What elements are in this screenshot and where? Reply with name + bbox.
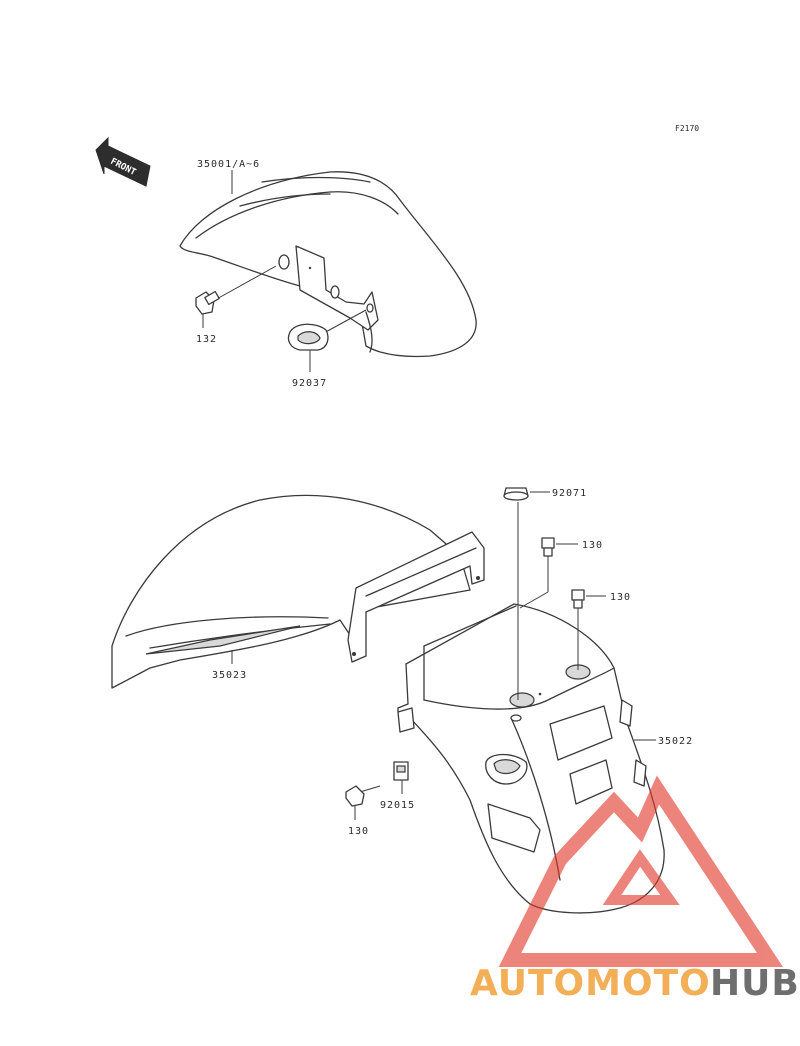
rear-fender-rear xyxy=(397,603,665,914)
front-arrow-icon: FRONT xyxy=(95,136,151,187)
bolt-132-icon xyxy=(195,265,277,328)
rear-fender-front xyxy=(111,494,485,689)
logo-text-hub: HUB xyxy=(710,963,800,1004)
label-92037: 92037 xyxy=(292,378,327,389)
label-35022: 35022 xyxy=(658,736,693,747)
label-130-b: 130 xyxy=(610,592,631,603)
label-92015: 92015 xyxy=(380,800,415,811)
front-fender xyxy=(179,171,477,358)
grommet-92071-icon xyxy=(503,487,550,700)
label-35001: 35001/A~6 xyxy=(197,159,260,170)
label-130-c: 130 xyxy=(348,826,369,837)
nut-92015-icon xyxy=(393,761,409,794)
label-132: 132 xyxy=(196,334,217,345)
label-35023: 35023 xyxy=(212,670,247,681)
bolt-130-a-icon xyxy=(519,537,578,609)
clamp-92037-icon xyxy=(287,309,367,372)
figure-ref: F2170 xyxy=(675,124,699,133)
bolt-130-c-icon xyxy=(345,785,381,820)
label-130-a: 130 xyxy=(582,540,603,551)
automotohub-logo xyxy=(498,775,783,967)
logo-text-automoto: AUTOMOTO xyxy=(470,963,711,1004)
bolt-130-b-icon xyxy=(571,589,606,670)
label-92071: 92071 xyxy=(552,488,587,499)
